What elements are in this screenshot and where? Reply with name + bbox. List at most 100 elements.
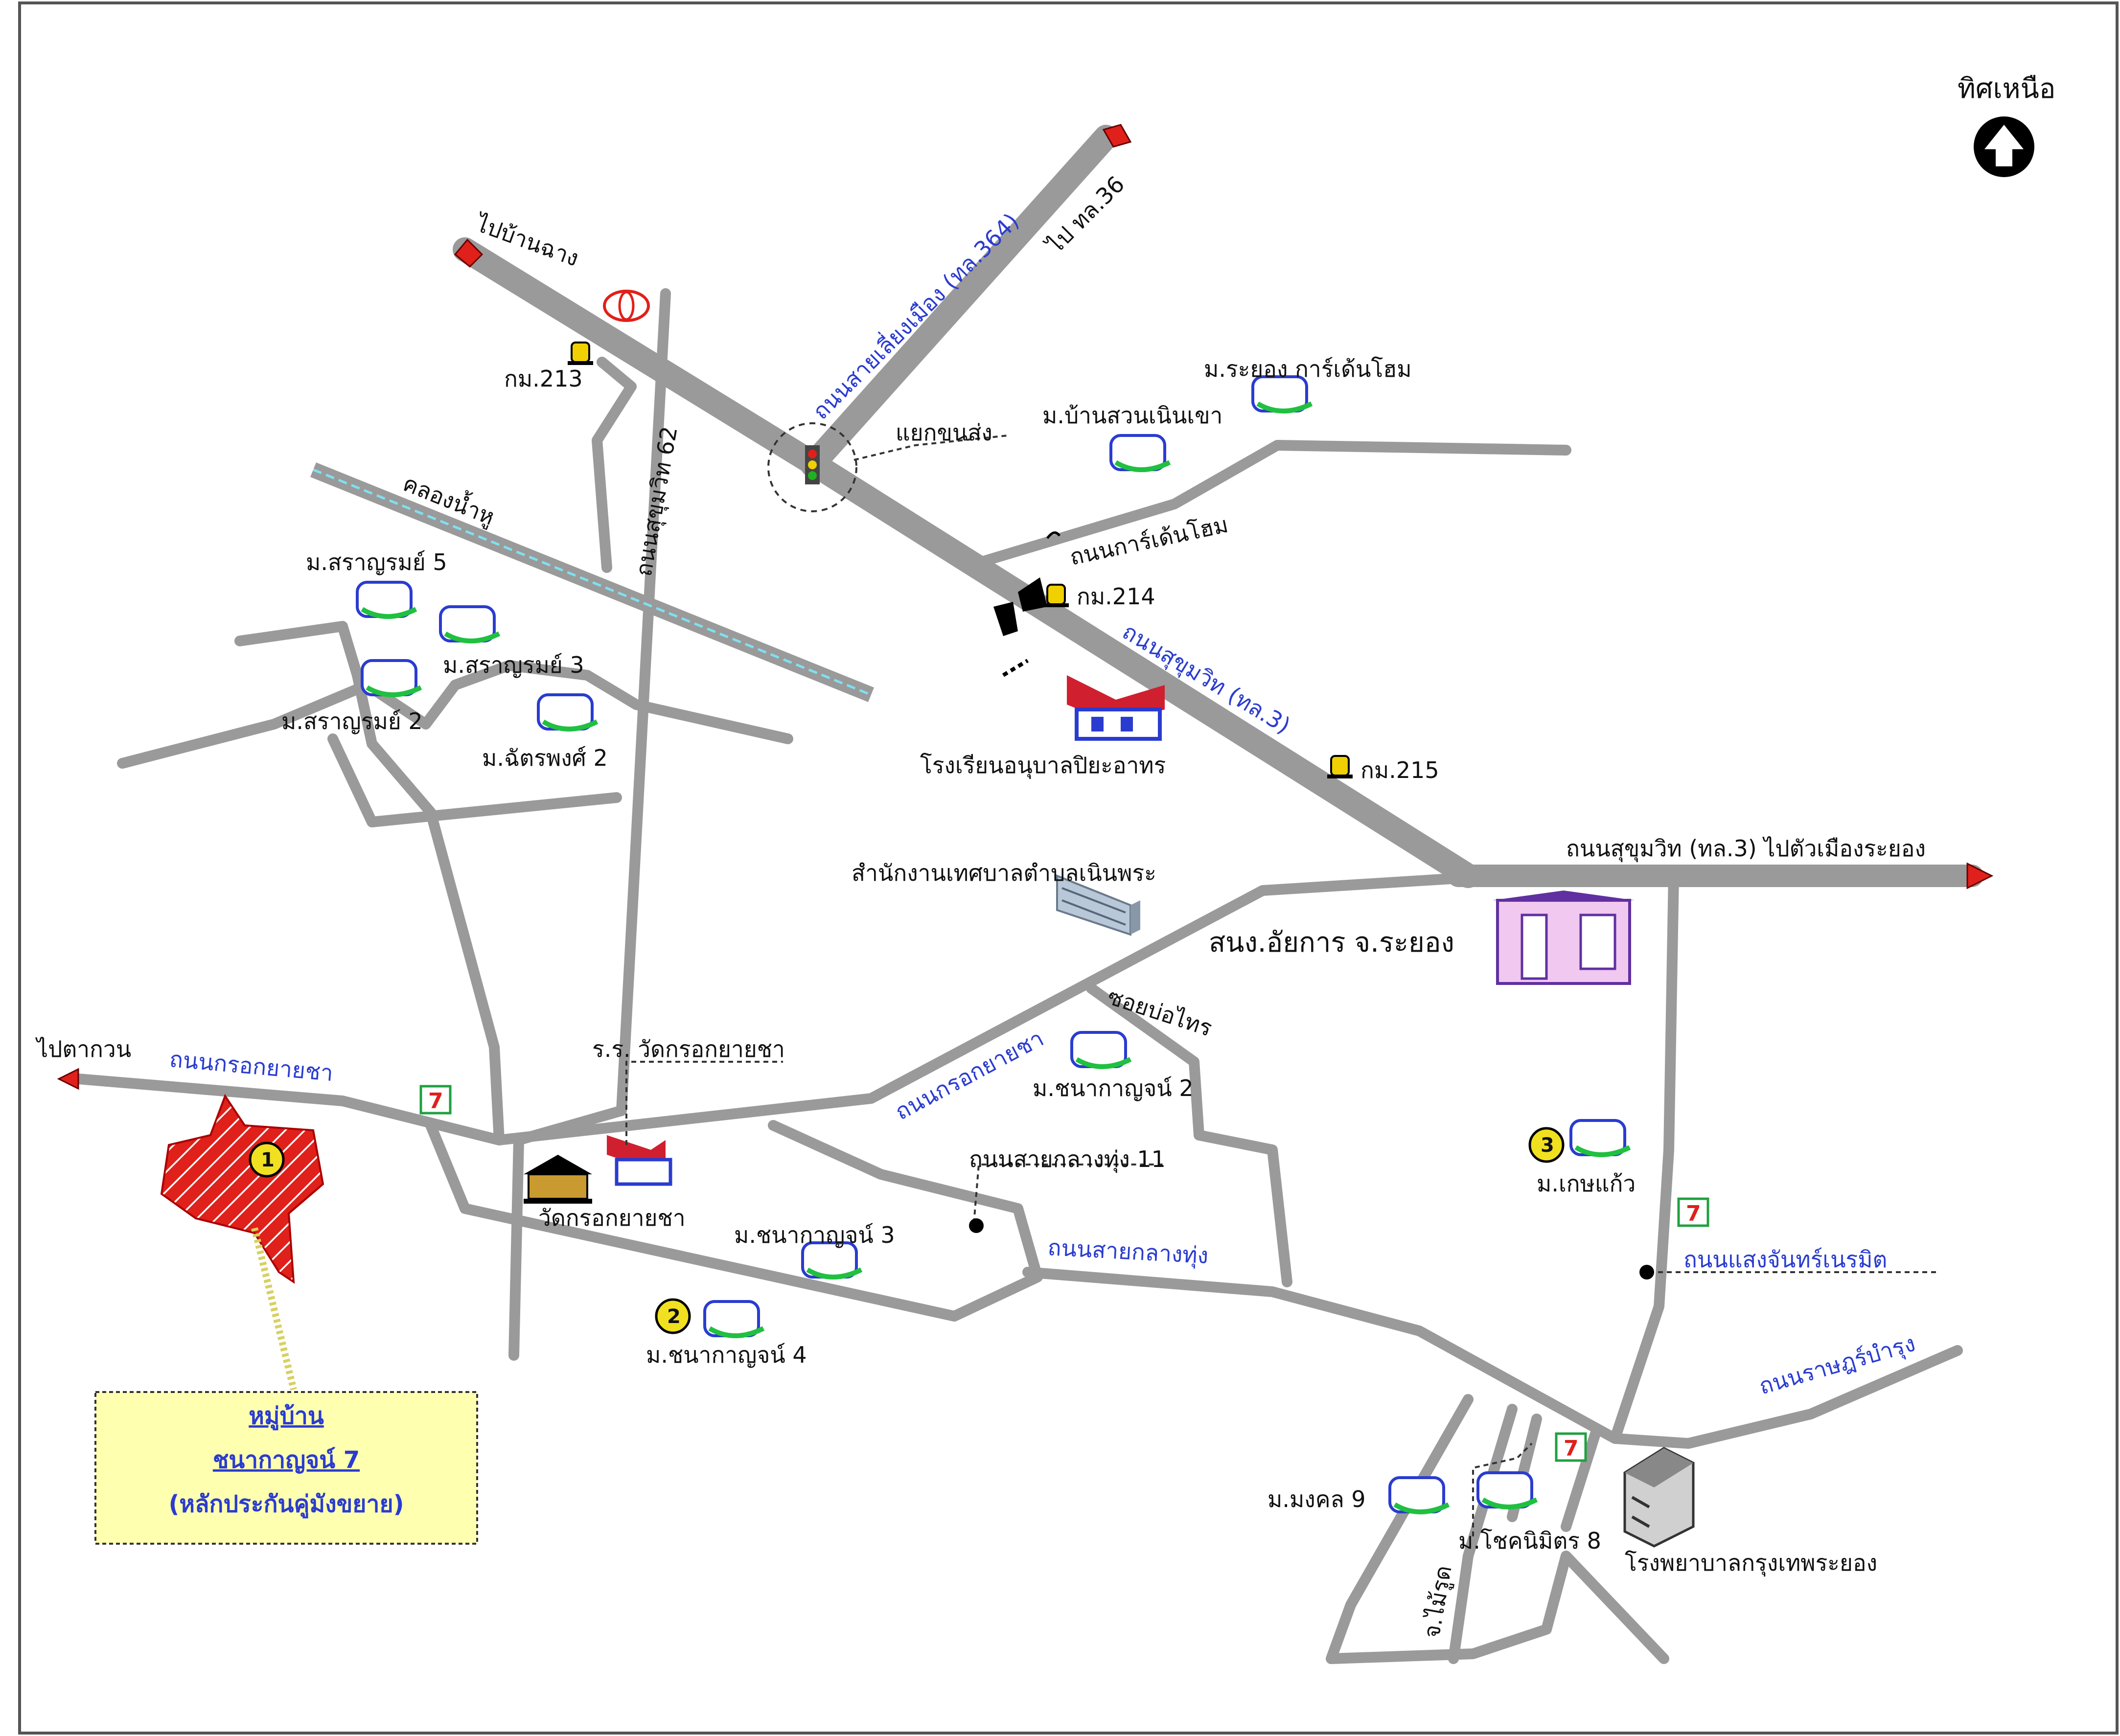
junction-dot <box>969 1218 984 1233</box>
road-krok-yai-cha <box>73 873 1464 1145</box>
label-rayong-garden-home: ม.ระยอง การ์เด้นโฮม <box>1204 356 1412 382</box>
label-ban-suan-noen-khao: ม.บ้านสวนเนินเขา <box>1042 402 1222 429</box>
village-house-icon <box>1109 434 1171 472</box>
label-chanakan2: ม.ชนากาญจน์ 2 <box>1033 1075 1194 1101</box>
school-wat-icon <box>607 1135 672 1186</box>
label-km215: กม.215 <box>1360 757 1439 783</box>
svg-text:7: 7 <box>1686 1201 1701 1226</box>
seven-eleven-icon: 7 <box>419 1085 452 1115</box>
arrow-to-ban-chang-icon <box>454 238 484 268</box>
label-hospital: โรงพยาบาลกรุงเทพระยอง <box>1625 1550 1877 1577</box>
leader-lines <box>973 1164 1938 1536</box>
village-house-icon <box>1476 1471 1538 1509</box>
village-house-icon <box>1251 375 1313 413</box>
village-house-icon <box>361 659 422 697</box>
school-icon <box>1067 675 1165 741</box>
road-garden-home <box>973 440 1571 568</box>
road-south-loop <box>1326 1394 1669 1664</box>
toyota-logo-icon <box>603 290 650 322</box>
road-west-loop <box>234 621 505 1145</box>
label-km214: กม.214 <box>1077 583 1155 610</box>
callout-line3: (หลักประกันคู่มังขยาย) <box>168 1490 404 1519</box>
village-house-icon <box>439 605 501 643</box>
office-building-icon <box>1056 874 1140 936</box>
map-border <box>18 1 2119 1735</box>
label-krok-yai-cha-road: ถนนกรอกยายชา <box>168 1046 334 1086</box>
callout-line2: ชนากาญจน์ 7 <box>213 1446 360 1474</box>
road-jmairut <box>1448 1404 1518 1664</box>
km215-post-icon <box>1327 755 1353 778</box>
svg-text:7: 7 <box>1564 1436 1579 1461</box>
road-network <box>73 125 1983 1664</box>
village-house-icon <box>537 693 599 731</box>
label-garden-home-road: ถนนการ์เด้นโฮม <box>1067 511 1230 570</box>
label-km213: กม.213 <box>504 365 583 392</box>
village-house-icon <box>1070 1031 1132 1069</box>
label-sai-klang-thung11: ถนนสายกลางทุ่ง 11 <box>969 1146 1166 1173</box>
shrine-icon <box>993 531 1061 677</box>
label-saranrom3: ม.สราญรมย์ 3 <box>443 652 584 678</box>
road-saranrom <box>117 660 793 769</box>
svg-text:7: 7 <box>428 1089 443 1114</box>
village-house-icon <box>1388 1476 1450 1514</box>
arrow-to-hl36-icon <box>1102 124 1132 148</box>
label-chanakan4: ม.ชนากาญจน์ 4 <box>646 1342 807 1368</box>
label-prosecutor: สนง.อัยการ จ.ระยอง <box>1209 927 1454 959</box>
svg-text:3: 3 <box>1541 1134 1554 1157</box>
village-icons <box>356 375 1631 1514</box>
label-sukhumvit62: ถนนสุขุมวิท 62 <box>630 424 684 578</box>
road-km213 <box>592 357 637 573</box>
svg-text:2: 2 <box>667 1305 681 1328</box>
label-school: โรงเรียนอนุบาลปิยะอาทร <box>920 752 1166 779</box>
hospital-building-icon <box>1623 1447 1695 1548</box>
target-village-area <box>160 1094 324 1284</box>
label-saranrom5: ม.สราญรมย์ 5 <box>306 549 447 575</box>
village-house-icon <box>801 1241 863 1279</box>
government-building-icon <box>1493 891 1635 985</box>
label-sukhumvit-to-city: ถนนสุขุมวิท (ทล.3) ไปตัวเมืองระยอง <box>1566 835 1926 863</box>
km214-post-icon <box>1043 584 1069 607</box>
village-house-icon <box>356 581 417 619</box>
village-house-icon <box>703 1300 765 1338</box>
callout-line1: หมู่บ้าน <box>249 1402 324 1431</box>
road-hospital <box>1561 1428 1601 1532</box>
label-mongkhon9: ม.มงคล 9 <box>1267 1486 1366 1512</box>
road-soi-bo-krai <box>1086 983 1292 1287</box>
label-saengchan: ถนนแสงจันทร์เนรมิต <box>1683 1246 1887 1273</box>
road-bypass-364 <box>800 125 1118 477</box>
marker-1: 1 <box>249 1142 285 1178</box>
seven-eleven-icon: 7 <box>1555 1432 1587 1462</box>
seven-eleven-icon: 7 <box>1677 1197 1709 1227</box>
canal-khlong-nam-hu <box>310 462 874 702</box>
leader-yaek-khonsong <box>853 434 1009 461</box>
label-yaek-khonsong: แยกขนส่ง <box>896 419 992 446</box>
north-arrow: ทิศเหนือ <box>1958 73 2055 177</box>
label-sai-klang-thung: ถนนสายกลางทุ่ง <box>1047 1234 1209 1270</box>
arrow-to-takuan-icon <box>57 1068 79 1090</box>
label-jmairut: จ.ไม้รูด <box>1418 1563 1457 1640</box>
marker-3: 3 <box>1528 1127 1565 1163</box>
label-chatphong2: ม.ฉัตรพงศ์ 2 <box>482 745 608 771</box>
leader-chokmit <box>1472 1442 1533 1536</box>
label-school-wat: ร.ร. วัดกรอกยายชา <box>592 1036 785 1062</box>
temple-icon <box>524 1155 592 1204</box>
road-saranrom-inner <box>327 733 622 827</box>
callout-box: หมู่บ้าน ชนากาญจน์ 7 (หลักประกันคู่มังขย… <box>94 1391 478 1545</box>
road-sukhumvit-diagonal <box>453 237 1480 888</box>
village-house-icon <box>1569 1119 1631 1157</box>
label-wat: วัดกรอกยายชา <box>538 1205 686 1231</box>
junction-dot <box>1639 1265 1654 1279</box>
marker-2: 2 <box>655 1298 691 1334</box>
label-chokmit8: ม.โชคนิมิตร 8 <box>1458 1528 1601 1554</box>
leader-sai-klang-thung11 <box>973 1164 1165 1224</box>
leader-school-wat <box>625 1061 783 1145</box>
traffic-light-icon <box>767 422 857 512</box>
label-road-364: ถนนสายเลี่ยงเมือง (ทล.364) <box>806 206 1024 425</box>
north-label: ทิศเหนือ <box>1958 73 2055 105</box>
callout-leader <box>251 1227 297 1391</box>
label-ketkaew: ม.เกษแก้ว <box>1537 1170 1636 1197</box>
km213-post-icon <box>568 342 593 365</box>
label-to-takuan: ไปตากวน <box>35 1036 131 1062</box>
svg-text:1: 1 <box>261 1149 275 1171</box>
